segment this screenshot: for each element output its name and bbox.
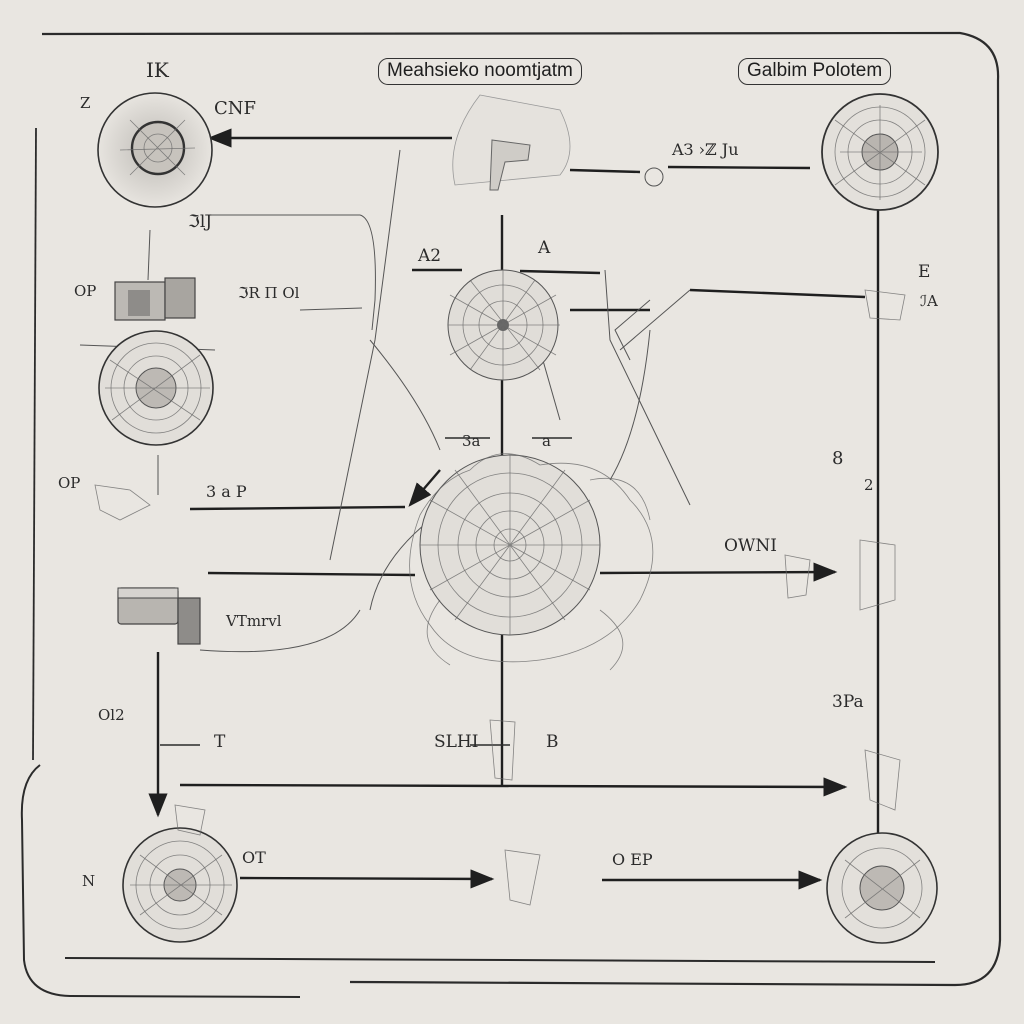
label-top-left-mark: IK (146, 58, 169, 82)
label-mid-left-a: 3a (462, 432, 481, 450)
web-node-center-top (447, 269, 560, 381)
label-bottom-oep: O EP (612, 850, 653, 869)
bottom-rail (64, 957, 936, 963)
hook-sketch-top (452, 94, 571, 191)
thin-connectors (79, 149, 691, 653)
label-op-2: ℑR Π Ol (238, 284, 300, 302)
disc-component-bottom-right (826, 832, 938, 944)
label-bottom-center: SLHI (434, 732, 479, 752)
label-op-1: OP (74, 282, 97, 300)
label-top-left-small: Z (80, 94, 91, 112)
label-vtmrl: VTmrvl (226, 612, 282, 630)
disc-component-top-left (97, 92, 213, 208)
label-mid-small: ℑlJ (188, 212, 213, 232)
label-right-8: 8 (832, 448, 844, 469)
block-component-left-upper (114, 277, 196, 321)
label-right-small: ℐA (920, 292, 938, 310)
label-bottom-left-small: N (82, 872, 96, 890)
label-bottom-left-b: T (214, 732, 226, 752)
label-bottom-left-a: Ol2 (98, 706, 125, 724)
label-op-3: OP (58, 474, 81, 492)
disc-component-mid-left (98, 330, 214, 446)
frame-border (41, 31, 1002, 987)
frame-border-bottom-left (20, 764, 301, 998)
frame-border-left (32, 127, 37, 761)
small-sketch-components (94, 167, 906, 906)
label-mid-left-b: a (542, 432, 551, 450)
disc-component-bottom-left (122, 827, 238, 943)
block-component-left-lower (117, 587, 201, 645)
web-cluster-center (409, 453, 654, 671)
label-bottom-center-b: B (546, 732, 559, 752)
label-right-2: 2 (864, 476, 874, 494)
disc-component-top-right (821, 93, 939, 211)
label-center-top-b: A (538, 238, 551, 258)
label-right-3pa: 3Pa (832, 692, 864, 712)
label-bottom-ot: OT (242, 848, 266, 867)
diagram-title-right: Galbim Polotem (738, 58, 892, 85)
label-top-arrow: AЗ ›ℤ Ju (672, 140, 739, 159)
label-right-e: E (918, 262, 931, 282)
label-wnl: OWNI (724, 536, 778, 556)
label-cnf: CNF (214, 98, 257, 119)
label-center-top-a: A2 (418, 246, 442, 266)
diagram-title-left: Meahsieko noomtjatm (378, 58, 582, 85)
label-left-3ap: 3 a P (206, 482, 247, 501)
